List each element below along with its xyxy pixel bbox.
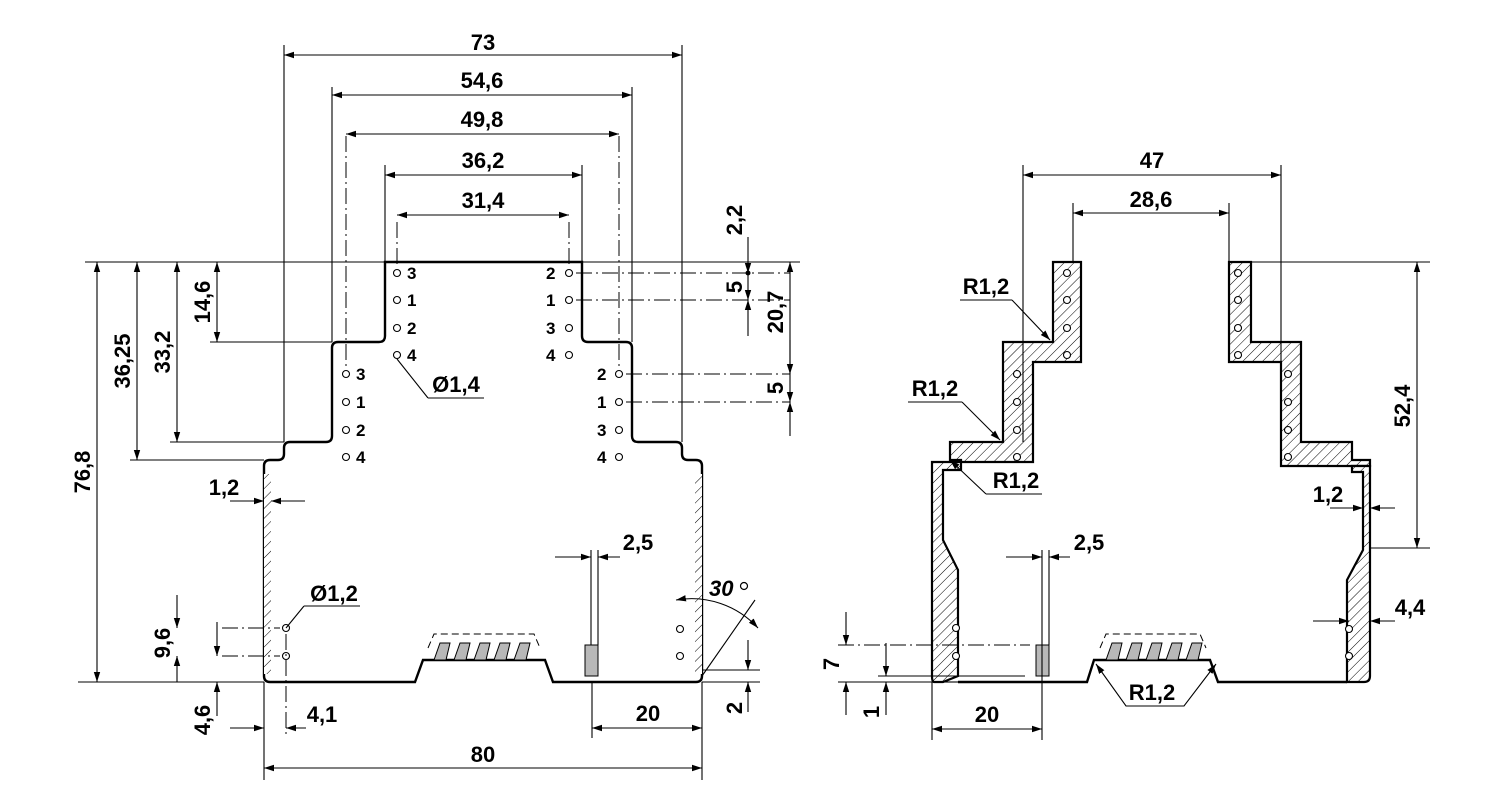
pin-label: 4: [546, 346, 556, 365]
pin-holes-mid-right: [614, 369, 624, 462]
dim-20: 20: [636, 701, 660, 726]
dim-4-6: 4,6: [190, 705, 215, 736]
dim-28-6: 28,6: [1130, 187, 1173, 212]
dim-54-6: 54,6: [461, 68, 504, 93]
dim-2-2: 2,2: [722, 205, 747, 236]
section-din-clip: [1094, 633, 1210, 661]
front-outline: [262, 260, 704, 684]
radius-mid: R1,2: [912, 376, 958, 401]
pin-label: 1: [407, 291, 416, 310]
dim-49-8: 49,8: [461, 107, 504, 132]
section-dim-1-2: 1,2: [1313, 482, 1344, 507]
pin-holes-top-left: [392, 268, 402, 360]
dim-5-top: 5: [722, 281, 747, 293]
radius-inner: R1,2: [993, 468, 1039, 493]
pin-label: 3: [597, 421, 606, 440]
dim-2: 2: [722, 702, 747, 714]
dim-1: 1: [859, 706, 884, 718]
dim-9-6: 9,6: [150, 628, 175, 659]
front-view: 3 1 2 4 2 1 3 4 3 1 2 4 2: [70, 30, 800, 780]
dim-4-4: 4,4: [1395, 595, 1426, 620]
dim-80: 80: [471, 742, 495, 767]
dim-33-2: 33,2: [150, 331, 175, 374]
pin-holes-mid-left: [341, 369, 351, 462]
pin-label: 2: [597, 365, 606, 384]
radius-bottom: R1,2: [1129, 680, 1175, 705]
section-view: 47 28,6 52,4 20 7 1 2,5 1,2 4,4 R1,2: [819, 148, 1430, 740]
dim-5-lower: 5: [763, 382, 788, 394]
dim-36-25: 36,25: [110, 333, 135, 388]
section-left-wall: [930, 460, 963, 684]
pin-label: 1: [546, 291, 555, 310]
pin-label: 3: [356, 365, 365, 384]
pin-label: 1: [356, 393, 365, 412]
pin-label: 2: [356, 421, 365, 440]
dim-73: 73: [471, 30, 495, 55]
slot-rect: [584, 644, 599, 677]
dim-20-7: 20,7: [763, 291, 788, 334]
dim-7: 7: [819, 658, 844, 670]
dim-14-6: 14,6: [190, 281, 215, 324]
dim-dia-1-2: Ø1,2: [310, 581, 358, 606]
section-left-top-wall: [948, 260, 1083, 464]
dim-52-4: 52,4: [1390, 384, 1415, 428]
right-wall-hatch: [695, 474, 702, 674]
pin-label: 4: [597, 448, 607, 467]
pin-label: 3: [546, 319, 555, 338]
section-right-wall: [1345, 464, 1372, 684]
pin-label: 1: [597, 393, 606, 412]
section-dim-20: 20: [975, 702, 999, 727]
dim-31-4: 31,4: [462, 188, 506, 213]
dim-1-2: 1,2: [209, 475, 240, 500]
pin-label: 3: [407, 264, 416, 283]
dim-4-1: 4,1: [307, 702, 338, 727]
pin-label: 4: [407, 346, 417, 365]
din-clip: [424, 633, 544, 661]
pin-label: 2: [546, 264, 555, 283]
dim-76-8: 76,8: [70, 451, 95, 494]
pin-label: 2: [407, 319, 416, 338]
section-wall-holes: [951, 268, 1354, 661]
dim-dia-1-4: Ø1,4: [432, 372, 480, 397]
pin-holes-top-right: [564, 268, 574, 360]
dim-47: 47: [1140, 148, 1164, 173]
dim-angle-30: 30: [709, 576, 734, 601]
mount-hole: [675, 651, 685, 661]
pin-label: 4: [356, 448, 366, 467]
section-right-top-wall: [1227, 260, 1372, 468]
mount-hole: [675, 624, 685, 634]
dim-2-5: 2,5: [623, 530, 654, 555]
radius-top: R1,2: [963, 274, 1009, 299]
section-dim-2-5: 2,5: [1074, 530, 1105, 555]
left-wall-hatch: [264, 474, 271, 674]
dim-36-2: 36,2: [462, 148, 505, 173]
